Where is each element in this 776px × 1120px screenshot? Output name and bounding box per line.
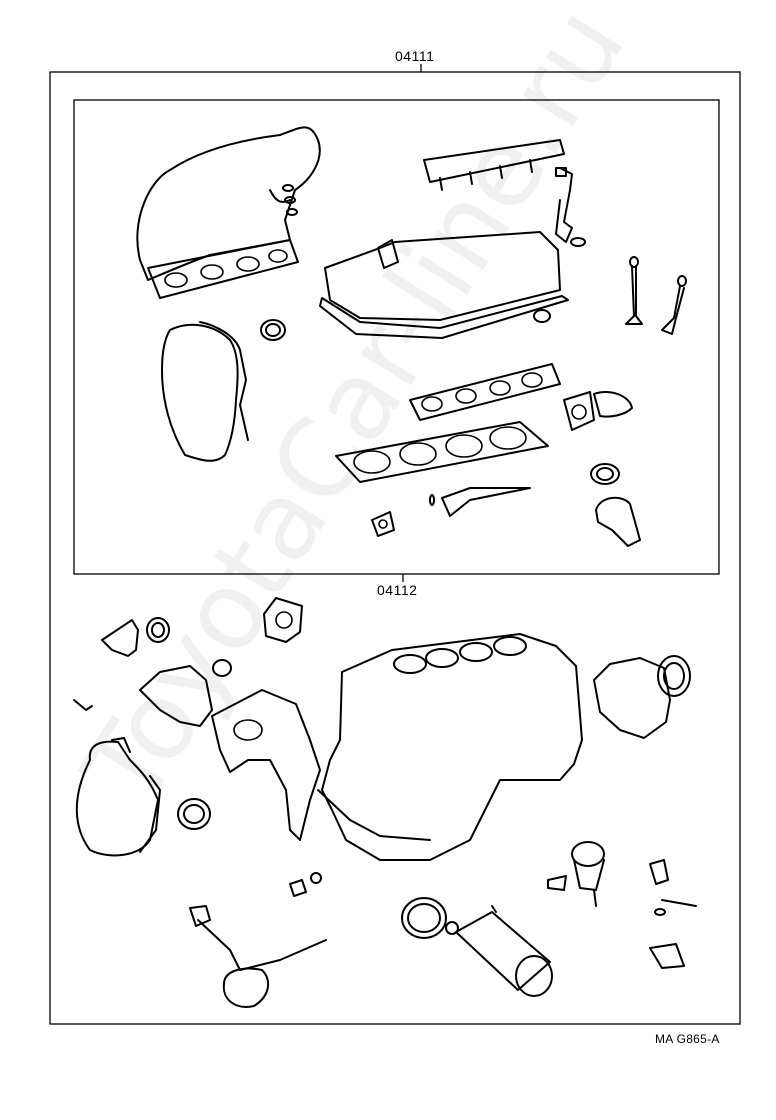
valve-cover bbox=[319, 231, 569, 339]
reference-code: MA G865-A bbox=[655, 1032, 720, 1046]
water-inlet-gasket bbox=[263, 597, 303, 643]
oil-filter bbox=[455, 905, 553, 997]
inner-kit-frame bbox=[73, 99, 720, 575]
inner-kit-label: 04112 bbox=[377, 582, 418, 598]
fuel-rail bbox=[423, 139, 586, 247]
oil-pump-gasket bbox=[211, 689, 321, 841]
timing-cover-gasket bbox=[161, 321, 249, 462]
camshaft-seal bbox=[260, 319, 286, 341]
plug-tube-seals bbox=[533, 309, 551, 323]
stud bbox=[73, 699, 93, 711]
water-outlet bbox=[595, 496, 641, 547]
exhaust-ring bbox=[590, 463, 620, 485]
front-oil-seal bbox=[177, 798, 211, 830]
small-gaskets bbox=[371, 487, 531, 537]
thermostat-housing bbox=[101, 617, 170, 657]
intake-manifold-gasket bbox=[409, 363, 561, 421]
manifold-bolts bbox=[282, 184, 298, 216]
rear-seal-retainer bbox=[593, 655, 691, 739]
cylinder-head-gasket bbox=[335, 421, 549, 483]
cylinder-block bbox=[317, 633, 583, 861]
sensor-parts bbox=[649, 859, 697, 969]
timing-belt-cover bbox=[75, 737, 161, 857]
exhaust-manifold-gasket bbox=[147, 239, 299, 299]
valves bbox=[625, 256, 687, 335]
egr-gasket bbox=[563, 390, 633, 431]
outer-kit-frame bbox=[49, 71, 741, 1025]
water-pump bbox=[139, 659, 232, 727]
egr-valve bbox=[547, 841, 605, 907]
oil-pressure-switch bbox=[289, 872, 322, 897]
oil-strainer bbox=[189, 905, 327, 1008]
oil-filter-ring bbox=[401, 897, 459, 939]
outer-kit-label: 04111 bbox=[395, 48, 435, 64]
